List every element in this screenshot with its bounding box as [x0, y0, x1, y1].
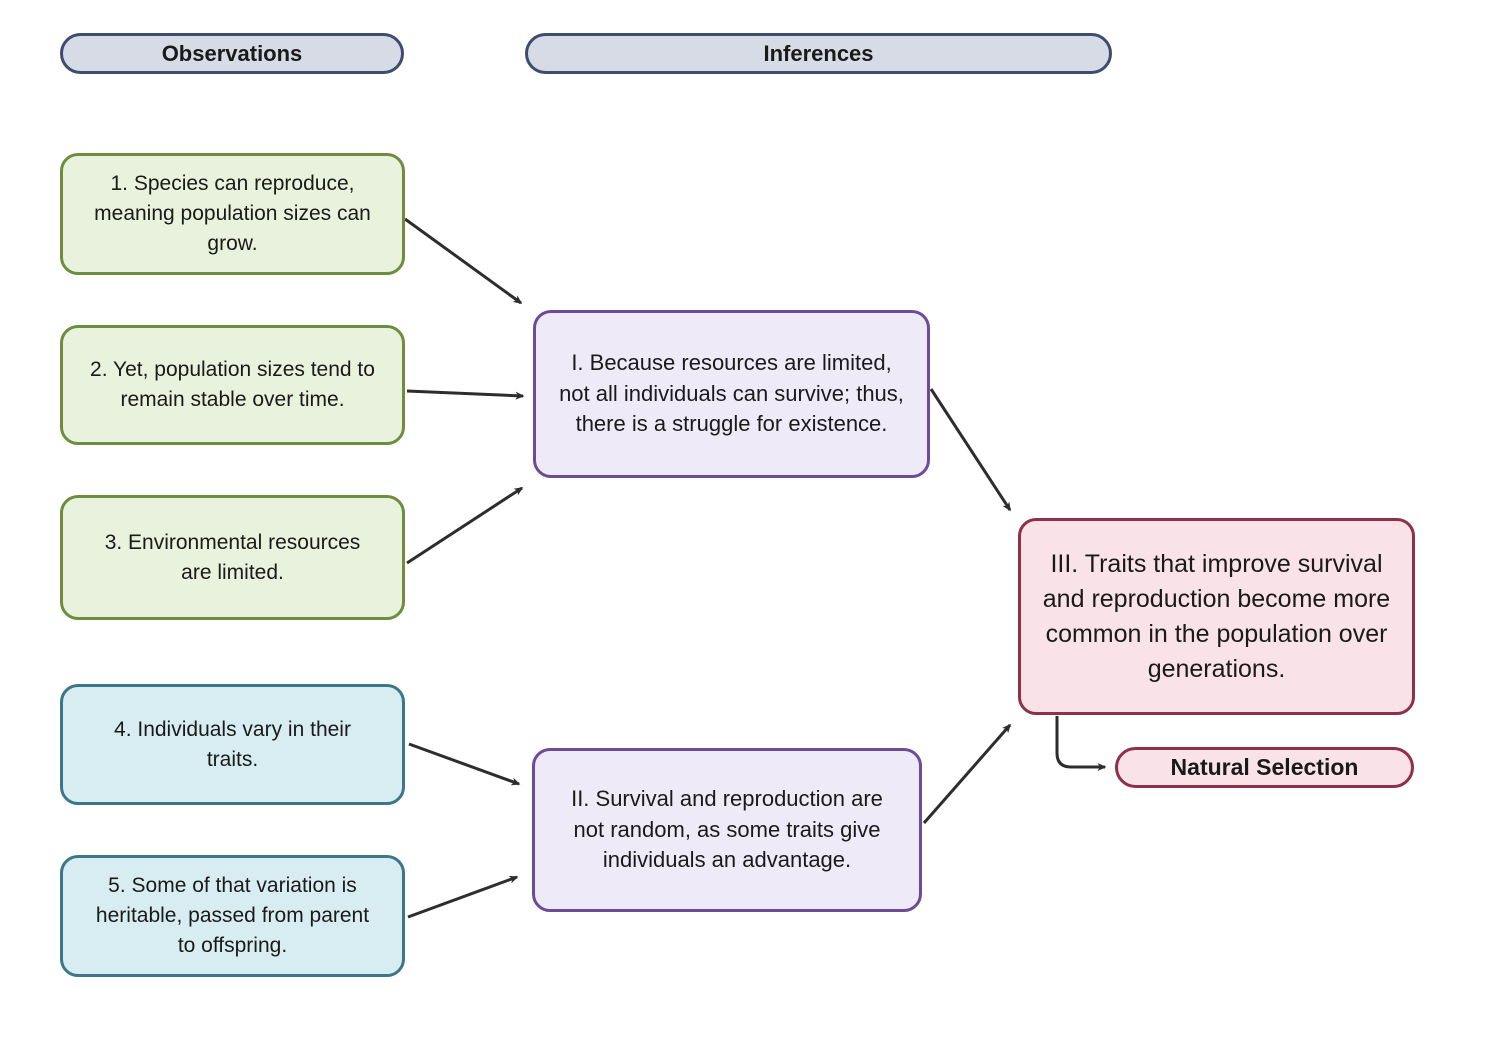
header-inferences-label: Inferences: [763, 40, 874, 66]
inference-box-2: II. Survival and reproduction are not ra…: [532, 748, 922, 912]
arrow-obs1-to-inf1: [404, 217, 523, 305]
observation-3-text: 3. Environmental resources are limited.: [104, 530, 361, 584]
natural-selection-pill: Natural Selection: [1115, 747, 1414, 788]
inference-3-text: III. Traits that improve survival and re…: [1042, 549, 1391, 683]
header-observations: Observations: [60, 33, 404, 74]
arrow-inf2-to-inf3: [922, 723, 1012, 824]
observation-box-3: 3. Environmental resources are limited.: [60, 495, 405, 620]
arrow-obs5-to-inf2: [407, 875, 519, 919]
arrow-obs4-to-inf2: [408, 742, 521, 786]
observation-box-2: 2. Yet, population sizes tend to remain …: [60, 325, 405, 445]
observation-box-4: 4. Individuals vary in their traits.: [60, 684, 405, 805]
inference-1-text: I. Because resources are limited, not al…: [559, 349, 904, 437]
header-inferences: Inferences: [525, 33, 1112, 74]
observation-box-1: 1. Species can reproduce, meaning popula…: [60, 153, 405, 275]
natural-selection-label: Natural Selection: [1170, 754, 1359, 780]
header-observations-label: Observations: [161, 40, 303, 66]
observation-1-text: 1. Species can reproduce, meaning popula…: [94, 172, 371, 255]
observation-box-5: 5. Some of that variation is heritable, …: [60, 855, 405, 977]
observation-5-text: 5. Some of that variation is heritable, …: [95, 874, 370, 957]
inference-box-1: I. Because resources are limited, not al…: [533, 310, 930, 478]
inference-box-3: III. Traits that improve survival and re…: [1018, 518, 1415, 715]
observation-4-text: 4. Individuals vary in their traits.: [114, 717, 351, 771]
inference-2-text: II. Survival and reproduction are not ra…: [571, 785, 883, 873]
arrow-obs3-to-inf1: [406, 486, 524, 565]
arrow-obs2-to-inf1: [406, 389, 525, 400]
observation-2-text: 2. Yet, population sizes tend to remain …: [90, 358, 375, 411]
arrow-inf1-to-inf3: [929, 388, 1012, 512]
arrow-inf3-to-natural-selection: [1055, 716, 1107, 771]
